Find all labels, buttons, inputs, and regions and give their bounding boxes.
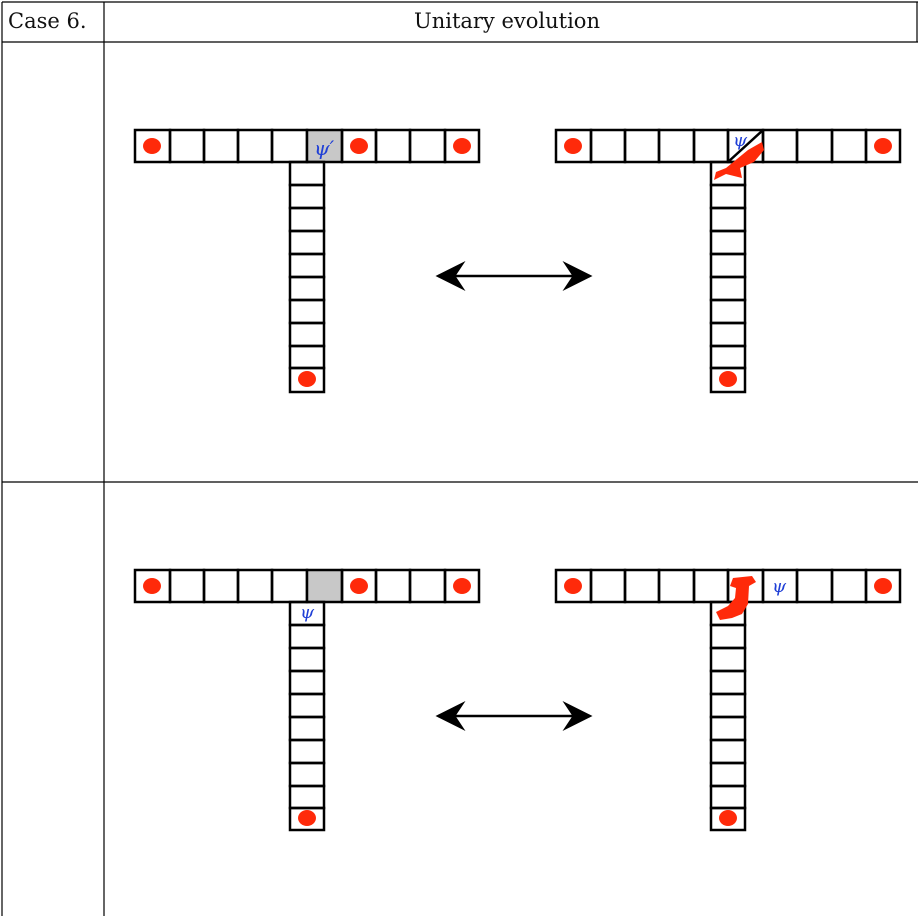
cell: [591, 130, 625, 162]
cell: [711, 763, 745, 786]
cell: [711, 671, 745, 694]
row1-right-t-lattice: ψ: [556, 130, 900, 392]
row1-left-particles: [143, 138, 471, 387]
particle-dot: [298, 810, 316, 826]
cell: [290, 740, 324, 763]
cell: [410, 570, 445, 602]
particle-dot: [564, 578, 582, 594]
particle-dot: [143, 578, 161, 594]
cell: [711, 300, 745, 323]
cell: [711, 786, 745, 808]
cell: [711, 625, 745, 648]
particle-dot: [564, 138, 582, 154]
cell: [832, 570, 866, 602]
cell: [170, 130, 204, 162]
cell: [711, 208, 745, 231]
cell: [797, 130, 832, 162]
cell: [290, 185, 324, 208]
cell: [832, 130, 866, 162]
cell: [290, 694, 324, 717]
cell: [797, 570, 832, 602]
cell: [659, 570, 694, 602]
psi-label: ψ: [733, 130, 748, 151]
psi-prime-label: ψ′: [314, 136, 335, 160]
cell: [290, 648, 324, 671]
cell: [659, 130, 694, 162]
cell: [290, 786, 324, 808]
cell: [272, 130, 307, 162]
row1-left-vertical-cells: [290, 162, 324, 392]
particle-dot: [350, 578, 368, 594]
cell: [290, 254, 324, 277]
cell: [170, 570, 204, 602]
cell: [625, 130, 659, 162]
row1-right-particles: [564, 138, 892, 387]
cell: [290, 162, 324, 185]
particle-dot: [453, 578, 471, 594]
cell: [694, 570, 728, 602]
highlight-cell: [307, 570, 342, 602]
cell: [410, 130, 445, 162]
cell: [711, 694, 745, 717]
row1-left-horizontal-cells: [135, 130, 479, 162]
cell: [763, 130, 797, 162]
cell: [711, 346, 745, 368]
cell: [290, 231, 324, 254]
row2-right-t-lattice: ψ: [556, 570, 900, 830]
psi-label: ψ: [300, 602, 315, 623]
cell: [290, 717, 324, 740]
row1-left-t-lattice: ψ′: [135, 130, 479, 392]
cell: [711, 648, 745, 671]
row2-left-horizontal-cells: [135, 570, 479, 602]
cell: [204, 570, 238, 602]
cell: [204, 130, 238, 162]
cell: [711, 185, 745, 208]
row1-right-horizontal-cells: [556, 130, 900, 162]
cell: [272, 570, 307, 602]
row2-left-t-lattice: ψ: [135, 570, 479, 830]
cell: [625, 570, 659, 602]
cell: [376, 570, 410, 602]
particle-dot: [719, 371, 737, 387]
cell: [290, 277, 324, 300]
cell: [290, 323, 324, 346]
row2-right-horizontal-cells: [556, 570, 900, 602]
cell: [711, 277, 745, 300]
cell: [290, 625, 324, 648]
particle-dot: [350, 138, 368, 154]
row2-right-vertical-cells: [711, 602, 745, 830]
particle-dot: [874, 578, 892, 594]
cell: [238, 130, 272, 162]
particle-dot: [143, 138, 161, 154]
cell: [711, 740, 745, 763]
particle-dot: [874, 138, 892, 154]
particle-dot: [453, 138, 471, 154]
cell: [290, 346, 324, 368]
particle-dot: [298, 371, 316, 387]
cell: [711, 717, 745, 740]
cell: [238, 570, 272, 602]
particle-dot: [719, 810, 737, 826]
cell: [711, 323, 745, 346]
cell: [290, 763, 324, 786]
cell: [290, 208, 324, 231]
cell: [711, 231, 745, 254]
row2-left-vertical-cells: [290, 602, 324, 830]
cell: [591, 570, 625, 602]
psi-label: ψ: [772, 576, 787, 597]
cell: [711, 254, 745, 277]
cell: [290, 671, 324, 694]
cell: [694, 130, 728, 162]
particle-smear: [716, 576, 756, 620]
row1-right-vertical-cells: [711, 162, 745, 392]
cell: [376, 130, 410, 162]
cell: [290, 300, 324, 323]
